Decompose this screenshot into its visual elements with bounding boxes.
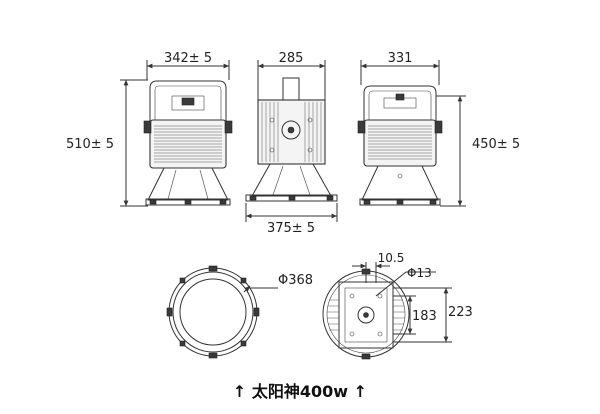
ring-middle: [172, 271, 254, 353]
caption: ↑ 太阳神400w ↑: [233, 382, 367, 401]
rear-width-label: 331: [388, 51, 413, 66]
rear-junction: [395, 93, 405, 101]
front-heatsink-fins: [154, 125, 222, 163]
offset-label: 10.5: [378, 251, 405, 265]
rear-view: 331 450± 5: [357, 51, 520, 207]
rear-vent: [397, 173, 403, 179]
inner-label: 183: [412, 309, 437, 324]
bracket-bolt: [349, 293, 355, 299]
ring-diameter-label: Φ368: [278, 273, 313, 288]
side-pivot: [281, 120, 301, 140]
outer-label: 223: [448, 305, 473, 320]
bracket-plate-inner: [344, 287, 388, 343]
front-view: 342± 5 510± 5: [66, 51, 233, 207]
front-junction: [181, 97, 195, 106]
rear-pivot-left: [357, 120, 366, 134]
ring-inner: [179, 278, 247, 346]
rear-reflector: [361, 165, 439, 201]
bracket-view: 10.5 Φ13 183 223: [322, 251, 473, 360]
rear-glass-ring: [359, 198, 441, 206]
front-width-label: 342± 5: [164, 51, 212, 66]
side-bottom-label: 375± 5: [267, 221, 315, 236]
front-pivot-right: [224, 120, 233, 134]
front-bracket: [149, 80, 227, 128]
front-reflector: [147, 167, 229, 201]
bracket-center-hole: [357, 306, 375, 324]
front-height-label: 510± 5: [66, 137, 114, 152]
front-driver-box: [171, 95, 205, 111]
ring-view: Φ368: [166, 265, 313, 359]
rear-height-label: 450± 5: [472, 137, 520, 152]
rear-bracket: [363, 85, 437, 128]
rear-heatsink-fins: [368, 125, 432, 160]
side-glass-ring: [245, 194, 338, 202]
side-view: 285 375± 5: [245, 51, 338, 236]
rear-pivot-right: [434, 120, 443, 134]
bracket-fins: [327, 299, 405, 331]
hole-label: Φ13: [407, 266, 432, 280]
front-glass-ring: [145, 198, 231, 206]
hole-leader: [375, 271, 407, 297]
side-reflector: [251, 163, 332, 197]
ring-clips: [166, 265, 260, 359]
front-pivot-left: [143, 120, 152, 134]
side-top-label: 285: [279, 51, 304, 66]
